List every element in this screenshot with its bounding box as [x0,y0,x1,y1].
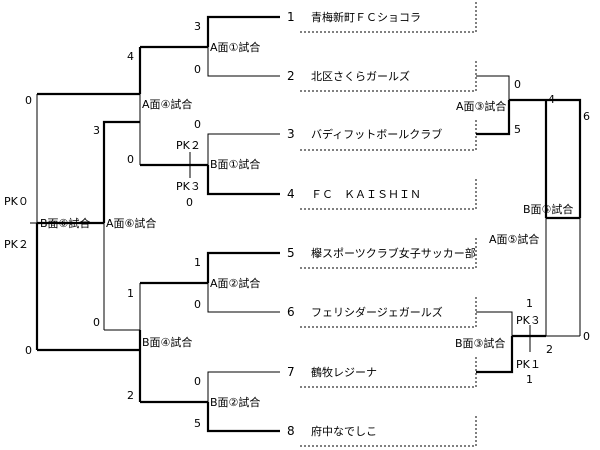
score-a2-top: 1 [127,287,134,300]
seed-1: 1 [287,10,295,24]
match-label-semi: A面⑥試合 [106,216,156,230]
match-b1-lines [140,15,280,77]
match-label-a1: A面④試合 [142,97,192,111]
name-boxes [300,2,477,447]
team-name-5: 欅スポーツクラブ女子サッカー部 [311,246,476,260]
match-b4-lines [140,371,280,433]
match-semi-lines [37,120,140,330]
match-a2-lines [37,283,142,402]
score-r2-top: 1 [526,297,533,310]
match-label-b3: A面②試合 [210,276,260,290]
seed-8: 8 [287,424,295,438]
score-b1-top: 3 [194,20,201,33]
score-a2-bottom: 2 [127,389,134,402]
match-label-r2: B面③試合 [455,336,505,350]
match-label-b4: B面②試合 [210,395,260,409]
score-a1-bottom: 0 [127,153,134,166]
seed-3: 3 [287,127,295,141]
seed-5: 5 [287,246,295,260]
team-name-4: ＦＣ ＫＡＩＳＨＩＮ [311,188,421,201]
match-b3-lines [140,251,280,313]
seed-2: 2 [287,69,295,83]
match-r4-lines [546,98,582,337]
match-a1-lines [37,47,142,165]
match-b2-lines [140,133,280,196]
pk-b2-bottom: PK３ [176,180,201,193]
score-b4-bottom: 5 [194,417,201,430]
score-b4-top: 0 [194,375,201,388]
score-final-top: 0 [25,94,32,107]
seed-7: 7 [287,365,295,379]
score-r3-top: 4 [548,93,555,106]
seed-4: 4 [287,187,295,201]
match-r3-lines [544,100,580,336]
pk-r2-score-bottom: 1 [526,373,533,386]
match-label-r4: B面⑤試合 [523,202,573,216]
score-b3-top: 1 [194,256,201,269]
team-name-2: 北区さくらガールズ [311,69,410,83]
match-label-final: B面⑥試合 [40,216,90,230]
seed-6: 6 [287,305,295,319]
score-r4-top: 6 [583,110,590,123]
team-name-8: 府中なでしこ [311,424,377,438]
team-name-1: 青梅新町ＦＣショコラ [311,10,421,24]
match-r2-lines [476,311,546,374]
pk-b2-top: PK２ [176,139,201,152]
score-a1-top: 4 [127,50,134,63]
match-r1-lines [476,75,546,136]
score-r1-top: 0 [514,78,521,91]
pk-final-bottom: PK２ [4,238,29,251]
score-r4-bottom: 0 [583,330,590,343]
score-r2-bottom: 2 [546,343,553,356]
pk-r2-top: PK３ [516,314,541,327]
score-r1-bottom: 5 [514,123,521,136]
score-b3-bottom: 0 [194,298,201,311]
match-label-b2: B面①試合 [210,157,260,171]
match-label-r3: A面⑤試合 [489,232,539,246]
match-label-a2: B面④試合 [142,335,192,349]
score-b1-bottom: 0 [194,63,201,76]
match-final-lines [30,94,44,350]
score-semi-top: 3 [93,124,100,137]
score-b2-bottom: 0 [186,196,193,209]
team-name-3: バディフットボールクラブ [311,127,442,141]
match-label-b1: A面①試合 [210,40,260,54]
match-label-r1: A面③試合 [456,99,506,113]
team-name-7: 鶴牧レジーナ [311,365,377,379]
score-semi-bottom: 0 [93,316,100,329]
score-final-bottom: 0 [25,344,32,357]
pk-final-top: PK０ [4,195,29,208]
score-b2-top: 0 [194,118,201,131]
pk-r2-bottom: PK１ [516,358,541,371]
team-name-6: フェリシダージェガールズ [311,305,443,319]
